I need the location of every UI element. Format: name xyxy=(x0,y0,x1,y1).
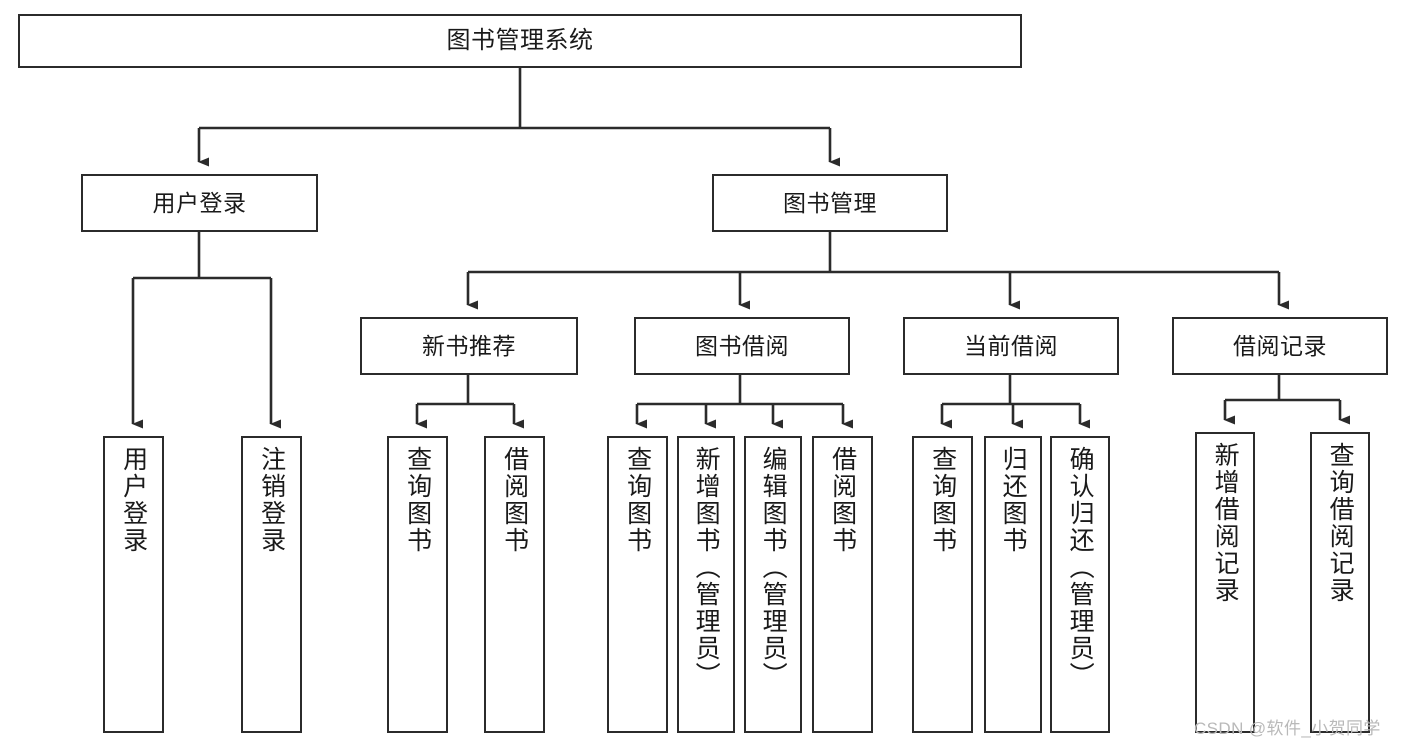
node-new-book-recommend[interactable]: 新书推荐 xyxy=(360,317,578,375)
node-label: 注销登录 xyxy=(257,446,286,554)
leaf-recommend-borrow-book[interactable]: 借阅图书 xyxy=(484,436,545,733)
node-label: 借阅图书 xyxy=(828,446,857,554)
node-label: 新书推荐 xyxy=(422,332,516,359)
node-label: 用户登录 xyxy=(119,446,148,554)
node-label: 图书借阅 xyxy=(695,332,789,359)
node-label: 新增借阅记录 xyxy=(1211,442,1240,604)
node-label: 查询借阅记录 xyxy=(1326,442,1355,604)
watermark-text: CSDN @软件_小贺同学 xyxy=(1194,719,1381,738)
node-root-system[interactable]: 图书管理系统 xyxy=(18,14,1022,68)
leaf-current-confirm-return-admin[interactable]: 确认归还（管理员） xyxy=(1050,436,1110,733)
leaf-borrow-add-book-admin[interactable]: 新增图书（管理员） xyxy=(677,436,735,733)
node-label: 确认归还（管理员） xyxy=(1066,446,1095,689)
node-label: 新增图书（管理员） xyxy=(692,446,721,689)
leaf-borrow-query-book[interactable]: 查询图书 xyxy=(607,436,668,733)
leaf-borrow-edit-book-admin[interactable]: 编辑图书（管理员） xyxy=(744,436,802,733)
leaf-user-login-signout[interactable]: 注销登录 xyxy=(241,436,302,733)
leaf-recommend-query-book[interactable]: 查询图书 xyxy=(387,436,448,733)
node-label: 借阅记录 xyxy=(1233,332,1327,359)
node-label: 编辑图书（管理员） xyxy=(759,446,788,689)
node-label: 归还图书 xyxy=(999,446,1028,554)
node-book-borrow[interactable]: 图书借阅 xyxy=(634,317,850,375)
leaf-user-login-signin[interactable]: 用户登录 xyxy=(103,436,164,733)
node-label: 当前借阅 xyxy=(964,332,1058,359)
node-label: 查询图书 xyxy=(928,446,957,554)
node-book-management[interactable]: 图书管理 xyxy=(712,174,948,232)
leaf-current-return-book[interactable]: 归还图书 xyxy=(984,436,1042,733)
node-label: 查询图书 xyxy=(403,446,432,554)
node-user-login[interactable]: 用户登录 xyxy=(81,174,318,232)
node-label: 借阅图书 xyxy=(500,446,529,554)
leaf-borrow-borrow-book[interactable]: 借阅图书 xyxy=(812,436,873,733)
node-current-borrow[interactable]: 当前借阅 xyxy=(903,317,1119,375)
node-label: 用户登录 xyxy=(152,189,247,216)
node-borrow-record[interactable]: 借阅记录 xyxy=(1172,317,1388,375)
node-label: 图书管理系统 xyxy=(446,27,594,55)
leaf-current-query-book[interactable]: 查询图书 xyxy=(912,436,973,733)
leaf-record-query-record[interactable]: 查询借阅记录 xyxy=(1310,432,1370,733)
leaf-record-add-record[interactable]: 新增借阅记录 xyxy=(1195,432,1255,733)
node-label: 图书管理 xyxy=(783,189,877,216)
node-label: 查询图书 xyxy=(623,446,652,554)
